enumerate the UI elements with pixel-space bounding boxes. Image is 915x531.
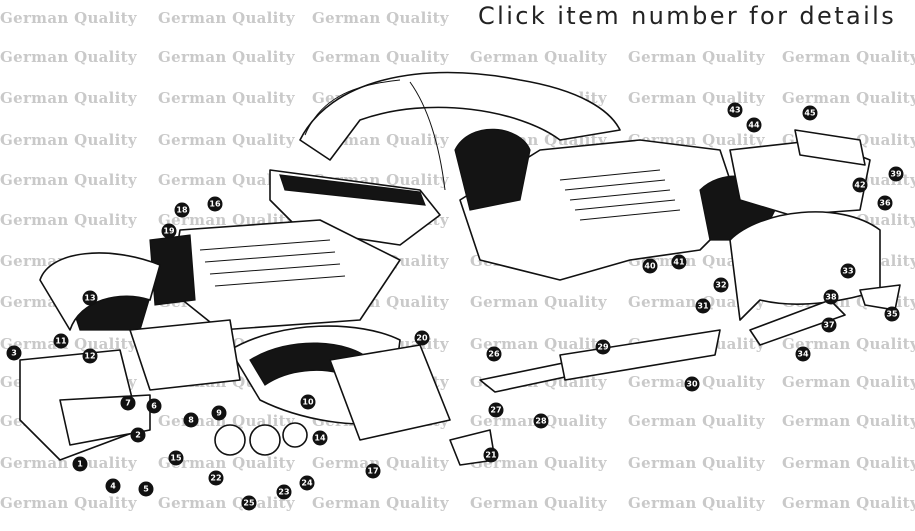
- callout-item-13[interactable]: 13: [82, 290, 98, 306]
- callout-item-23[interactable]: 23: [276, 484, 292, 500]
- callout-item-26[interactable]: 26: [486, 346, 502, 362]
- callout-item-2[interactable]: 2: [130, 427, 146, 443]
- windshield-frame: [304, 79, 446, 191]
- callout-item-36[interactable]: 36: [877, 195, 893, 211]
- callout-item-17[interactable]: 17: [365, 463, 381, 479]
- callout-item-1[interactable]: 1: [72, 456, 88, 472]
- callout-item-33[interactable]: 33: [840, 263, 856, 279]
- callout-item-4[interactable]: 4: [105, 478, 121, 494]
- callout-item-11[interactable]: 11: [53, 333, 69, 349]
- front-apron: [129, 319, 241, 391]
- headlight-bucket-2: [249, 424, 281, 456]
- door-skin: [329, 344, 451, 441]
- callout-item-42[interactable]: 42: [852, 177, 868, 193]
- callout-item-10[interactable]: 10: [300, 394, 316, 410]
- callout-item-39[interactable]: 39: [888, 166, 904, 182]
- callout-item-22[interactable]: 22: [208, 470, 224, 486]
- callout-item-44[interactable]: 44: [746, 117, 762, 133]
- callout-item-32[interactable]: 32: [713, 277, 729, 293]
- callout-item-14[interactable]: 14: [312, 430, 328, 446]
- callout-item-12[interactable]: 12: [82, 348, 98, 364]
- rear-quarter-panel: [729, 211, 881, 321]
- callout-item-43[interactable]: 43: [727, 102, 743, 118]
- callout-item-5[interactable]: 5: [138, 481, 154, 497]
- callout-item-8[interactable]: 8: [183, 412, 199, 428]
- rear-valance: [749, 299, 846, 346]
- callout-item-20[interactable]: 20: [414, 330, 430, 346]
- front-fender-left: [39, 252, 161, 331]
- headlight-ring: [282, 422, 308, 448]
- callout-item-40[interactable]: 40: [642, 258, 658, 274]
- inner-fender-rear: [454, 128, 531, 211]
- callout-item-25[interactable]: 25: [241, 495, 257, 511]
- headlight-bucket-1: [214, 424, 246, 456]
- rear-floor-ribs: [559, 169, 681, 221]
- callout-item-6[interactable]: 6: [146, 398, 162, 414]
- callout-item-45[interactable]: 45: [802, 105, 818, 121]
- callout-item-30[interactable]: 30: [684, 376, 700, 392]
- roof-panel: [299, 71, 621, 161]
- callout-item-16[interactable]: 16: [207, 196, 223, 212]
- callout-item-35[interactable]: 35: [884, 306, 900, 322]
- callout-item-28[interactable]: 28: [533, 413, 549, 429]
- callout-item-38[interactable]: 38: [823, 289, 839, 305]
- callout-item-37[interactable]: 37: [821, 317, 837, 333]
- callout-item-3[interactable]: 3: [6, 345, 22, 361]
- callout-item-27[interactable]: 27: [488, 402, 504, 418]
- callout-item-41[interactable]: 41: [671, 254, 687, 270]
- callout-item-15[interactable]: 15: [168, 450, 184, 466]
- page-title: Click item number for details: [478, 2, 897, 30]
- rear-lid-strip: [794, 129, 866, 166]
- front-floor-ribs: [199, 239, 346, 287]
- callout-item-18[interactable]: 18: [174, 202, 190, 218]
- callout-item-7[interactable]: 7: [120, 395, 136, 411]
- callout-item-29[interactable]: 29: [595, 339, 611, 355]
- callout-item-31[interactable]: 31: [695, 298, 711, 314]
- callout-item-19[interactable]: 19: [161, 223, 177, 239]
- dash-panel: [279, 174, 426, 206]
- callout-item-9[interactable]: 9: [211, 405, 227, 421]
- callout-item-34[interactable]: 34: [795, 346, 811, 362]
- sill-plate: [559, 329, 721, 381]
- callout-item-21[interactable]: 21: [483, 447, 499, 463]
- callout-item-24[interactable]: 24: [299, 475, 315, 491]
